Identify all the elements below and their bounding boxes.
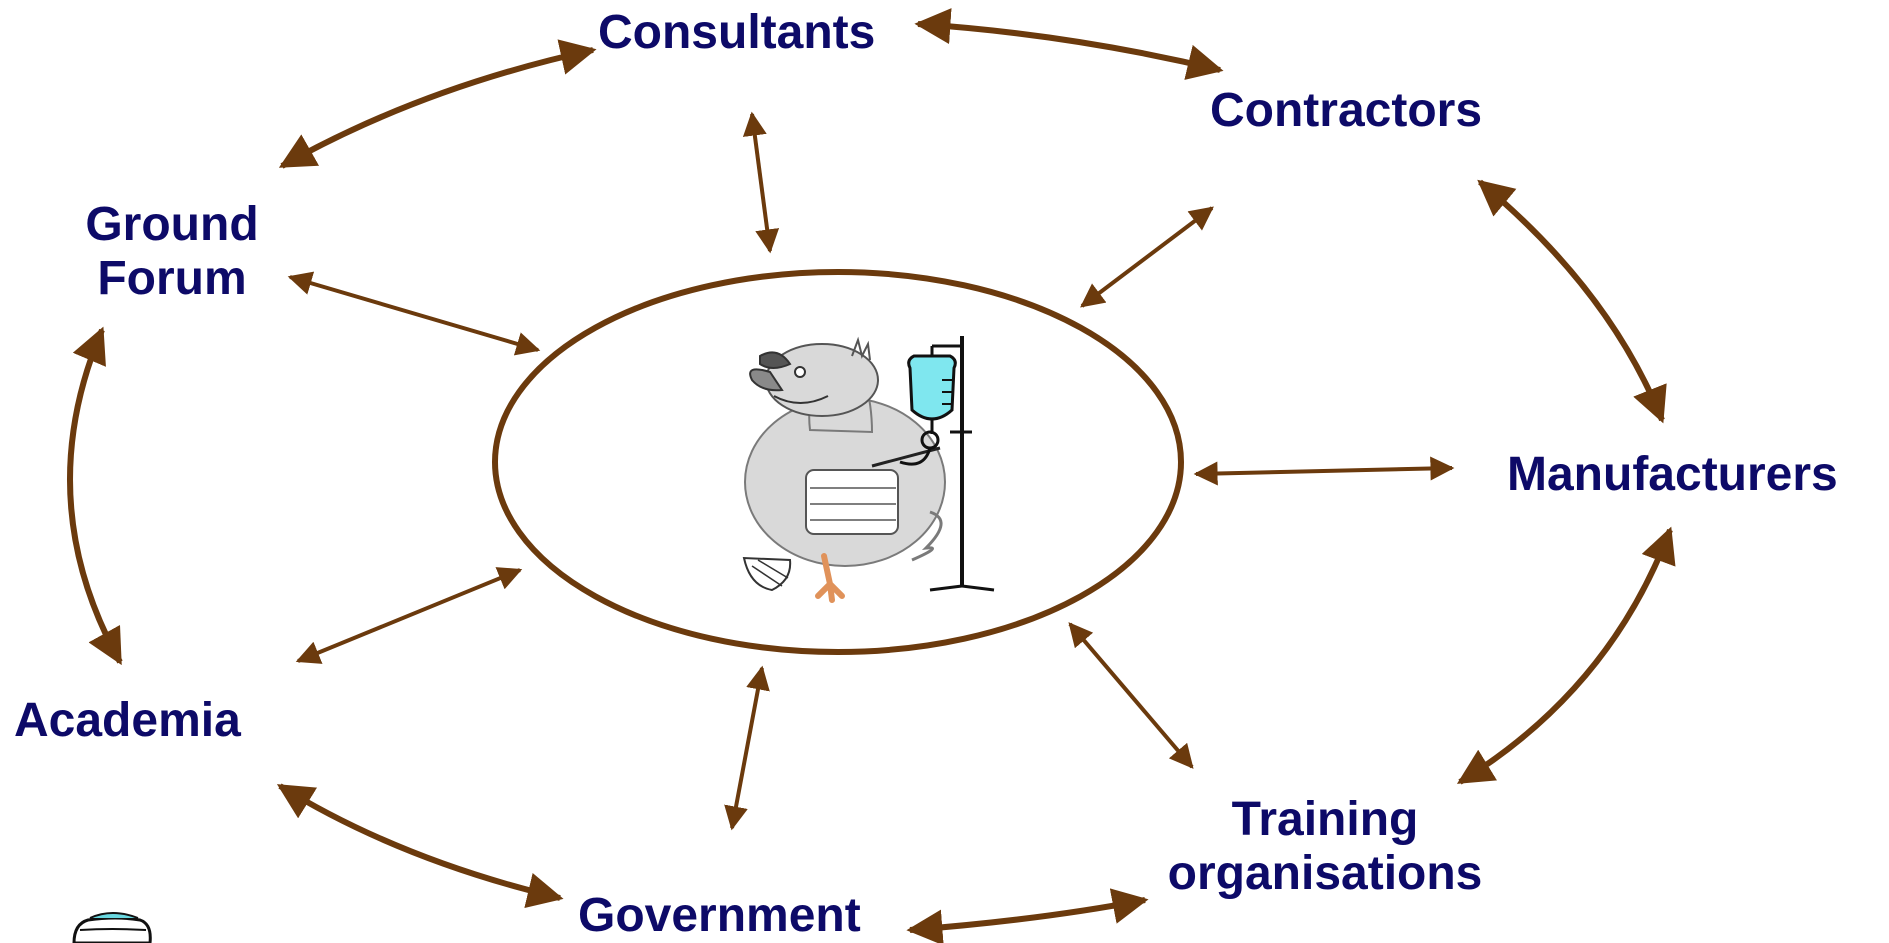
arrow-contractors-manufacturers [1477,179,1667,424]
spoke-manufacturers [1193,456,1455,486]
arrow-government-academia [276,783,564,909]
node-training-organisations: Training organisations [1167,793,1483,900]
node-government: Government [578,889,861,942]
node-academia: Academia [14,694,241,747]
dodo-bird-illustration [742,336,995,603]
node-contractors: Contractors [1210,84,1483,137]
spoke-training [1068,622,1194,769]
spoke-consultants [742,111,780,254]
arrow-academia-groundforum [67,326,123,666]
corner-cartoon-figure [72,912,152,943]
arrow-training-government [906,888,1149,943]
arrow-groundforum-consultants [278,39,597,169]
node-ground-forum: Ground Forum [85,198,259,305]
spoke-groundforum [287,271,541,356]
arrow-consultants-contractors [914,8,1224,80]
spoke-academia [295,567,523,664]
node-consultants: Consultants [598,6,876,59]
central-ellipse [492,269,1184,655]
arrow-manufacturers-training [1456,526,1676,785]
spoke-government [724,665,770,831]
node-manufacturers: Manufacturers [1507,448,1838,501]
spoke-contractors [1080,206,1214,308]
